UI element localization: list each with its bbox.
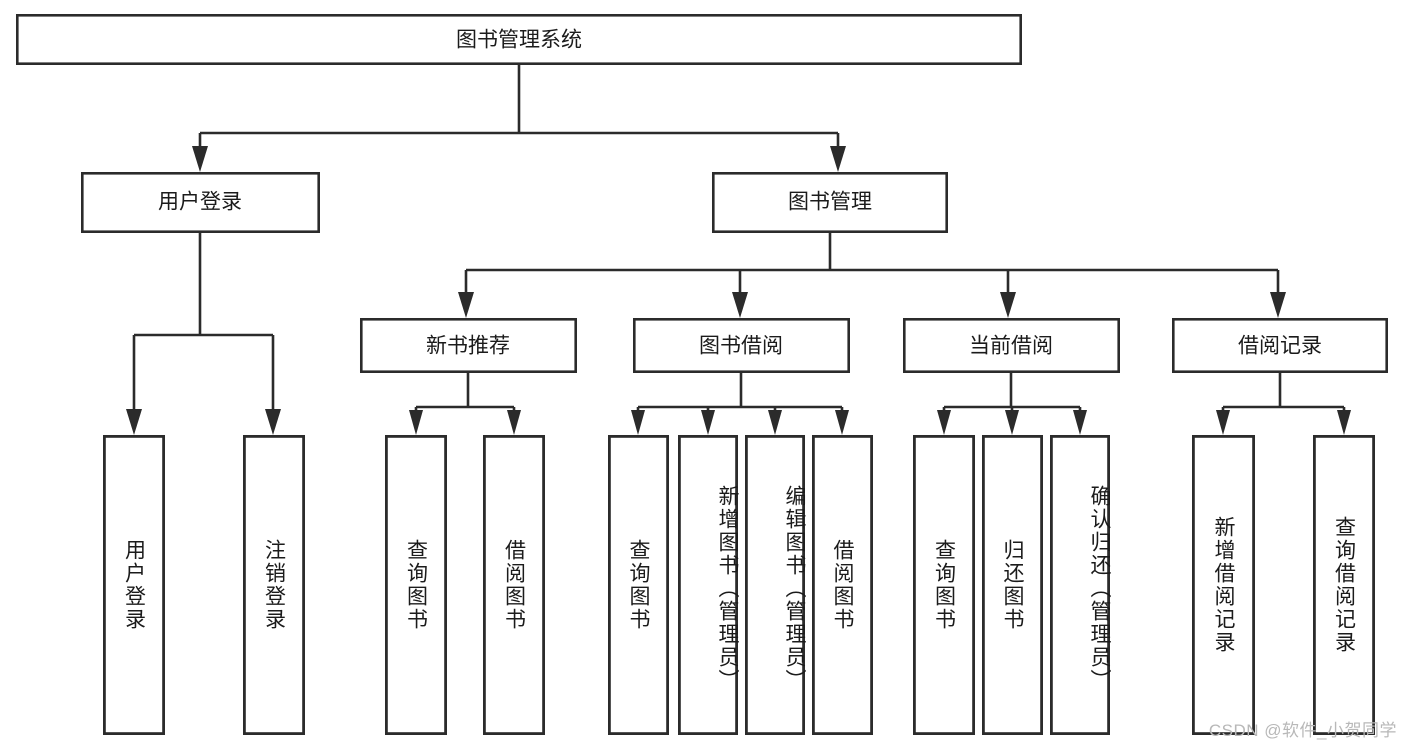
- arrowhead-book-manage: [830, 146, 846, 172]
- arrowhead-borrow-record: [1270, 292, 1286, 318]
- node-book-borrow[interactable]: 图书借阅: [632, 317, 850, 373]
- node-book-borrow-label: 图书借阅: [699, 335, 783, 358]
- node-new-book-recommend-label: 新书推荐: [426, 335, 510, 358]
- leaf-box-bb-borrow-book[interactable]: [812, 434, 874, 736]
- connector-new-book-recommend-to-leaves: [409, 372, 521, 435]
- node-book-manage-box: [711, 172, 948, 234]
- arrowhead-book-borrow: [732, 292, 748, 318]
- node-new-book-recommend[interactable]: 新书推荐: [359, 317, 577, 373]
- node-root-box: [15, 14, 1023, 66]
- arrowhead-bb-leaf-2: [701, 410, 715, 435]
- arrowhead-nbr-leaf-2: [507, 410, 521, 435]
- connector-book-borrow-to-leaves: [631, 372, 849, 435]
- leaf-box-cb-confirm-return-admin[interactable]: [1050, 434, 1111, 736]
- connector-root-to-level1: [192, 65, 846, 172]
- node-book-borrow-box: [632, 317, 850, 373]
- arrowhead-bb-leaf-3: [768, 410, 782, 435]
- connector-borrow-record-to-leaves: [1216, 372, 1351, 435]
- node-current-borrow-box: [902, 317, 1120, 373]
- connector-user-login-to-leaves: [126, 233, 281, 435]
- arrowhead-user-login: [192, 146, 208, 172]
- node-book-manage-label: 图书管理: [788, 191, 872, 214]
- node-user-login-box: [81, 172, 320, 234]
- node-root-label: 图书管理系统: [456, 29, 582, 52]
- leaf-box-bb-add-book-admin[interactable]: [678, 434, 739, 736]
- arrowhead-new-book-recommend: [458, 292, 474, 318]
- leaf-box-cb-return-book[interactable]: [982, 434, 1044, 736]
- leaf-box-nbr-borrow-book[interactable]: [482, 434, 545, 736]
- leaf-box-br-query-record[interactable]: [1313, 434, 1376, 736]
- node-root[interactable]: 图书管理系统: [15, 14, 1023, 66]
- arrowhead-bb-leaf-4: [835, 410, 849, 435]
- arrowhead-cb-leaf-1: [937, 410, 951, 435]
- arrowhead-bb-leaf-1: [631, 410, 645, 435]
- arrowhead-br-leaf-2: [1337, 410, 1351, 435]
- node-current-borrow[interactable]: 当前借阅: [902, 317, 1120, 373]
- arrowhead-current-borrow: [1000, 292, 1016, 318]
- arrowhead-leaf-user-login: [126, 409, 142, 435]
- arrowhead-nbr-leaf-1: [409, 410, 423, 435]
- csdn-watermark: CSDN @软件_小贺同学: [1208, 721, 1397, 740]
- node-borrow-record-box: [1172, 317, 1389, 373]
- arrowhead-leaf-logout: [265, 409, 281, 435]
- connector-current-borrow-to-leaves: [937, 372, 1087, 435]
- leaf-box-user-login[interactable]: [103, 434, 166, 736]
- node-new-book-recommend-box: [359, 317, 577, 373]
- node-borrow-record-label: 借阅记录: [1238, 335, 1322, 358]
- leaf-box-logout[interactable]: [242, 434, 305, 736]
- leaf-box-bb-query-book[interactable]: [608, 434, 670, 736]
- leaf-box-cb-query-book[interactable]: [913, 434, 976, 736]
- node-borrow-record[interactable]: 借阅记录: [1172, 317, 1389, 373]
- arrowhead-br-leaf-1: [1216, 410, 1230, 435]
- leaf-boxes: [103, 434, 1376, 736]
- leaf-box-nbr-query-book[interactable]: [384, 434, 447, 736]
- leaf-box-br-add-record[interactable]: [1192, 434, 1256, 736]
- arrowhead-cb-leaf-2: [1005, 410, 1019, 435]
- leaf-box-bb-edit-book-admin[interactable]: [745, 434, 806, 736]
- node-current-borrow-label: 当前借阅: [969, 335, 1053, 358]
- connector-book-manage-to-level2: [458, 233, 1286, 318]
- node-book-manage[interactable]: 图书管理: [711, 172, 948, 234]
- node-user-login-label: 用户登录: [158, 191, 242, 214]
- node-user-login[interactable]: 用户登录: [81, 172, 320, 234]
- arrowhead-cb-leaf-3: [1073, 410, 1087, 435]
